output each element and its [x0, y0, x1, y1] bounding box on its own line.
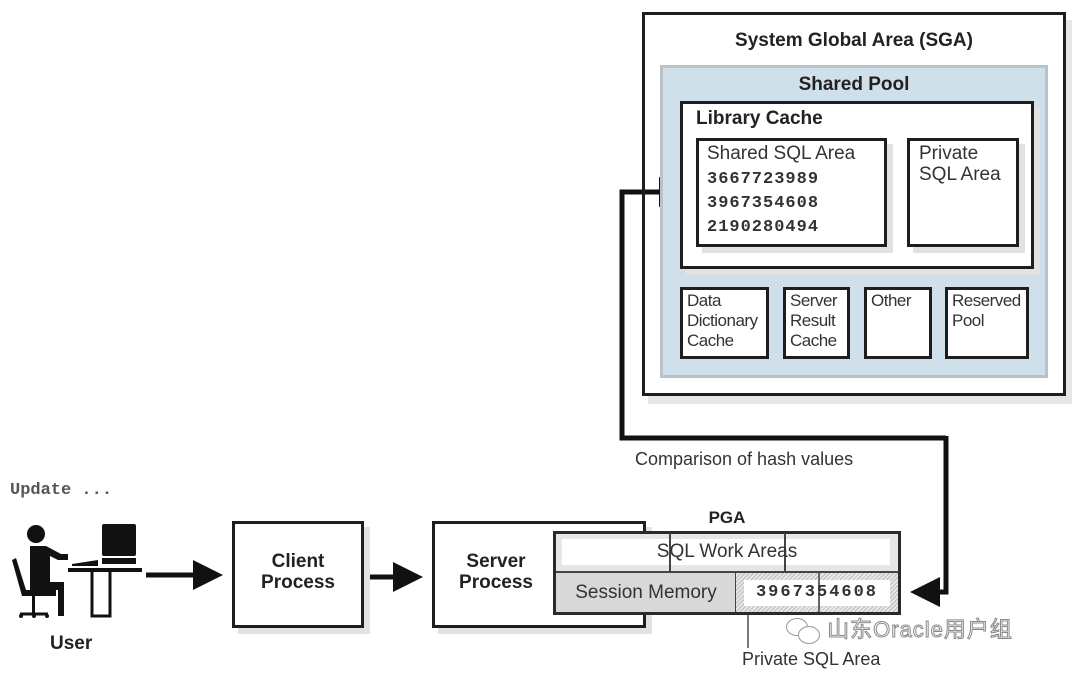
- pga-tick: [818, 573, 820, 612]
- hash-comparison-arrow-to-pga: [910, 436, 949, 607]
- sga-box: [642, 12, 1066, 396]
- library-cache-title: Library Cache: [696, 108, 823, 129]
- user-at-computer-icon: [12, 524, 142, 618]
- component-line: Reserved: [952, 291, 1021, 310]
- private-sql-area-pga-inner: [744, 580, 890, 606]
- other-box: [864, 287, 932, 359]
- hash-comparison-arrow-to-library: [619, 177, 946, 441]
- client-process-box: [232, 521, 364, 628]
- update-statement: Update ...: [10, 481, 113, 500]
- shared-sql-area-box: [696, 138, 887, 247]
- component-line: Cache: [687, 331, 734, 350]
- data-dictionary-cache-label: Data Dictionary Cache: [687, 291, 758, 351]
- client-process-label: Client Process: [232, 551, 364, 593]
- private-sql-area-line1: Private: [919, 143, 979, 164]
- other-label: Other: [871, 291, 912, 311]
- server-process-label: Server Process: [440, 551, 552, 593]
- sql-work-areas-box: [562, 539, 890, 565]
- sql-work-areas-label: SQL Work Areas: [656, 541, 798, 562]
- component-line: Result: [790, 311, 836, 330]
- pga-tick: [784, 533, 786, 572]
- hash-value: 2190280494: [707, 218, 820, 237]
- client-process-line1: Client: [271, 551, 325, 572]
- comparison-label: Comparison of hash values: [635, 449, 854, 469]
- private-hash-value: 3967354608: [755, 583, 879, 602]
- reserved-pool-box: [945, 287, 1029, 359]
- session-memory-box: [556, 573, 736, 612]
- session-memory-label: Session Memory: [575, 582, 717, 603]
- sga-title: System Global Area (SGA): [735, 30, 973, 51]
- component-line: Data: [687, 291, 721, 310]
- component-line: Other: [871, 291, 912, 310]
- component-line: Server: [790, 291, 838, 310]
- pga-title: PGA: [708, 508, 746, 527]
- watermark-text: 山东Oracle用户组: [827, 617, 1013, 643]
- reserved-pool-label: Reserved Pool: [952, 291, 1021, 331]
- data-dictionary-cache-box: [680, 287, 769, 359]
- user-label: User: [50, 633, 93, 654]
- private-sql-area-caption: Private SQL Area: [742, 649, 881, 669]
- private-sql-area-box: [907, 138, 1019, 247]
- wechat-icon: [786, 618, 820, 645]
- private-sql-area-line2: SQL Area: [919, 164, 1001, 185]
- private-sql-area-title: Private SQL Area: [919, 143, 1001, 185]
- client-process-line2: Process: [261, 572, 335, 593]
- shared-pool-title: Shared Pool: [798, 74, 910, 95]
- watermark: 山东Oracle用户组: [786, 612, 1013, 645]
- hash-value: 3967354608: [707, 194, 820, 213]
- component-line: Dictionary: [687, 311, 758, 330]
- server-process-line2: Process: [459, 572, 533, 593]
- shared-sql-area-title: Shared SQL Area: [707, 143, 856, 164]
- component-line: Cache: [790, 331, 837, 350]
- server-result-cache-box: [783, 287, 850, 359]
- server-result-cache-label: Server Result Cache: [790, 291, 838, 351]
- component-line: Pool: [952, 311, 985, 330]
- hash-value: 3667723989: [707, 170, 820, 189]
- server-process-line1: Server: [466, 551, 526, 572]
- pga-divider: [556, 571, 898, 573]
- pga-tick: [669, 533, 671, 572]
